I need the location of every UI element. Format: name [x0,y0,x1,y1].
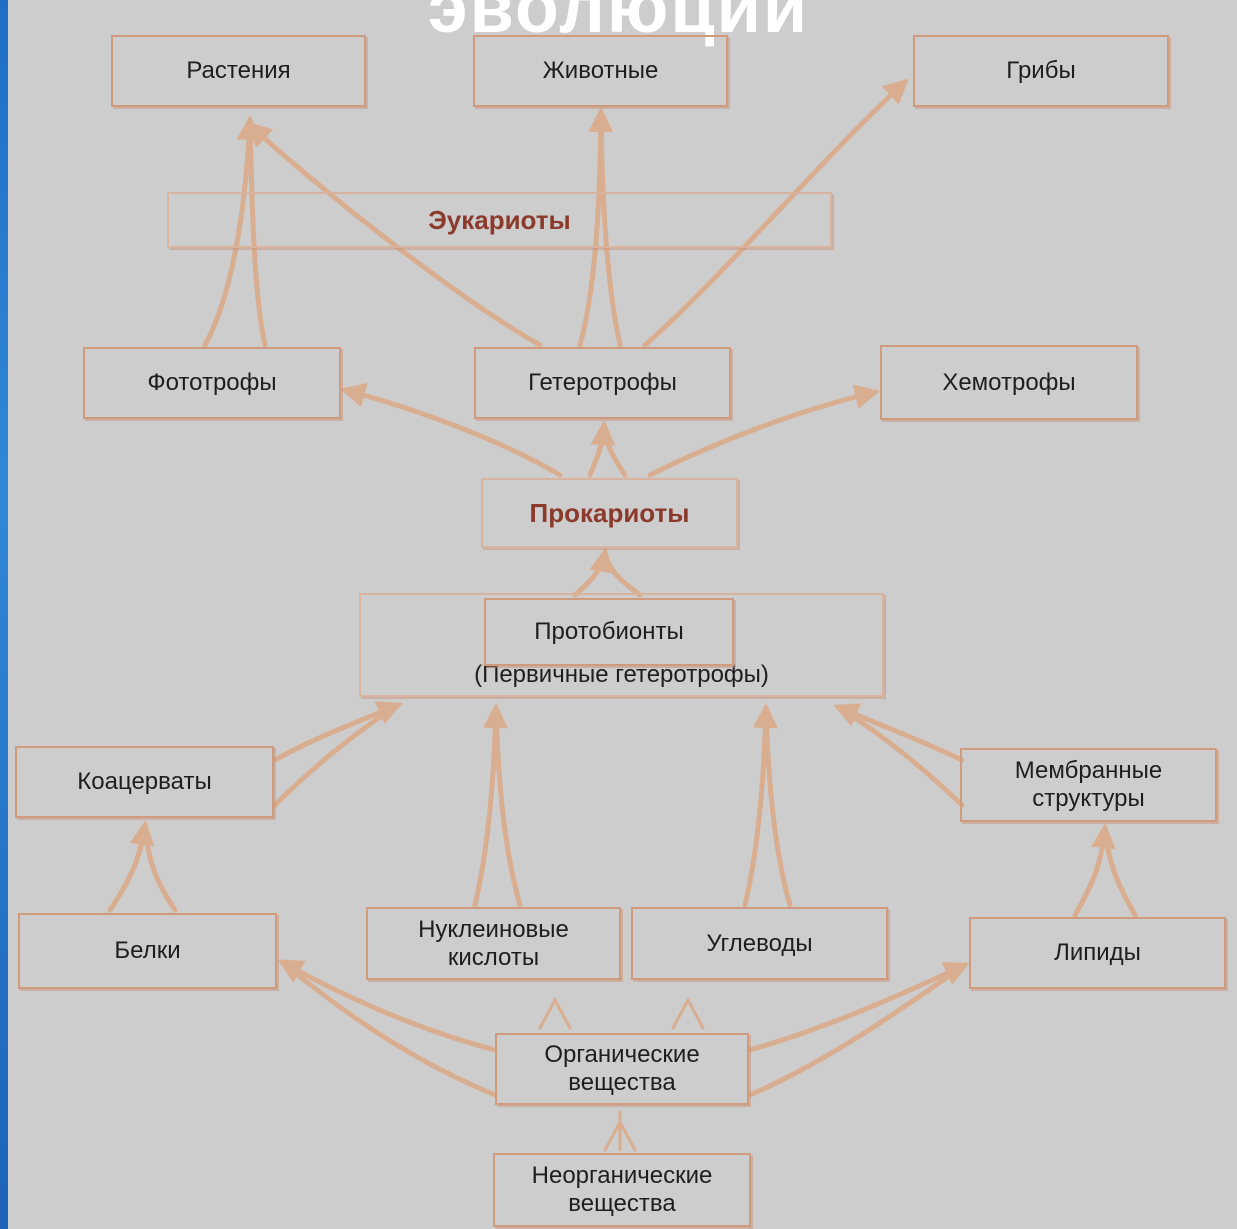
arrow-fototrofy-to-rasteniya-2 [247,117,268,348]
arrow-protobionty-to-prokarioty-2 [602,549,643,598]
arrow-fototrofy-to-rasteniya [202,115,262,348]
node-belki: Белки [18,913,277,989]
arrow-prokarioty-to-fototrofy [340,383,563,478]
node-zhivotnye: Животные [473,35,728,107]
arrow-organicheskie-to-belki-2 [279,959,498,1098]
arrow-organicheskie-to-lipidy-2 [747,962,968,1098]
node-protobionty: Протобионты [484,598,734,666]
arrow-organicheskie-to-lipidy [747,962,970,1053]
arrow-uglevody-to-protobionty [742,703,778,908]
arrow-nukleinovye-to-protobionty [472,703,508,908]
node-fototrofy: Фототрофы [83,347,341,419]
arrow-lipidy-to-membrannye-2 [1102,825,1138,918]
arrow-organicheskie-to-uglevody [671,996,705,1030]
node-griby: Грибы [913,35,1169,107]
diagram-panel [8,0,1237,1229]
node-neorganicheskie: Неорганические вещества [493,1153,751,1227]
node-uglevody: Углеводы [631,907,888,980]
arrow-prokarioty-to-geterotrofy [587,420,616,478]
arrow-lipidy-to-membrannye [1072,823,1116,918]
node-organicheskie: Органические вещества [495,1033,749,1105]
node-koatservaty: Коацерваты [15,746,274,818]
arrow-koatservaty-to-protobionty-2 [272,702,401,808]
arrow-organicheskie-to-nukleinovye [538,996,572,1030]
arrow-belki-to-koatservaty-2 [142,822,178,913]
arrow-organicheskie-to-belki [277,959,498,1053]
node-membrannye: Мембранные структуры [960,748,1217,822]
arrow-prokarioty-to-geterotrofy-2 [601,422,628,478]
arrow-membrannye-to-protobionty-2 [835,704,965,808]
arrow-uglevody-to-protobionty-2 [763,705,793,908]
arrow-prokarioty-to-hemotrofy [647,384,880,478]
arrow-belki-to-koatservaty [107,820,155,913]
node-nukleinovye: Нуклеиновые кислоты [366,907,621,980]
node-geterotrofy: Гетеротрофы [474,347,731,419]
node-eukarioty: Эукариоты [167,192,832,248]
node-hemotrofy: Хемотрофы [880,345,1138,420]
arrow-membrannye-to-protobionty [833,703,965,763]
arrow-geterotrofy-to-rasteniya [246,121,543,348]
arrow-nukleinovye-to-protobionty-2 [493,705,523,908]
arrow-geterotrofy-to-griby [642,78,909,348]
node-prokarioty: Прокариоты [481,478,738,548]
arrow-protobionty-to-prokarioty [572,547,615,598]
node-rasteniya: Растения [111,35,366,107]
arrow-koatservaty-to-protobionty [272,701,403,763]
arrow-geterotrofy-to-zhivotnye-2 [598,109,623,348]
node-lipidy: Липиды [969,917,1226,989]
